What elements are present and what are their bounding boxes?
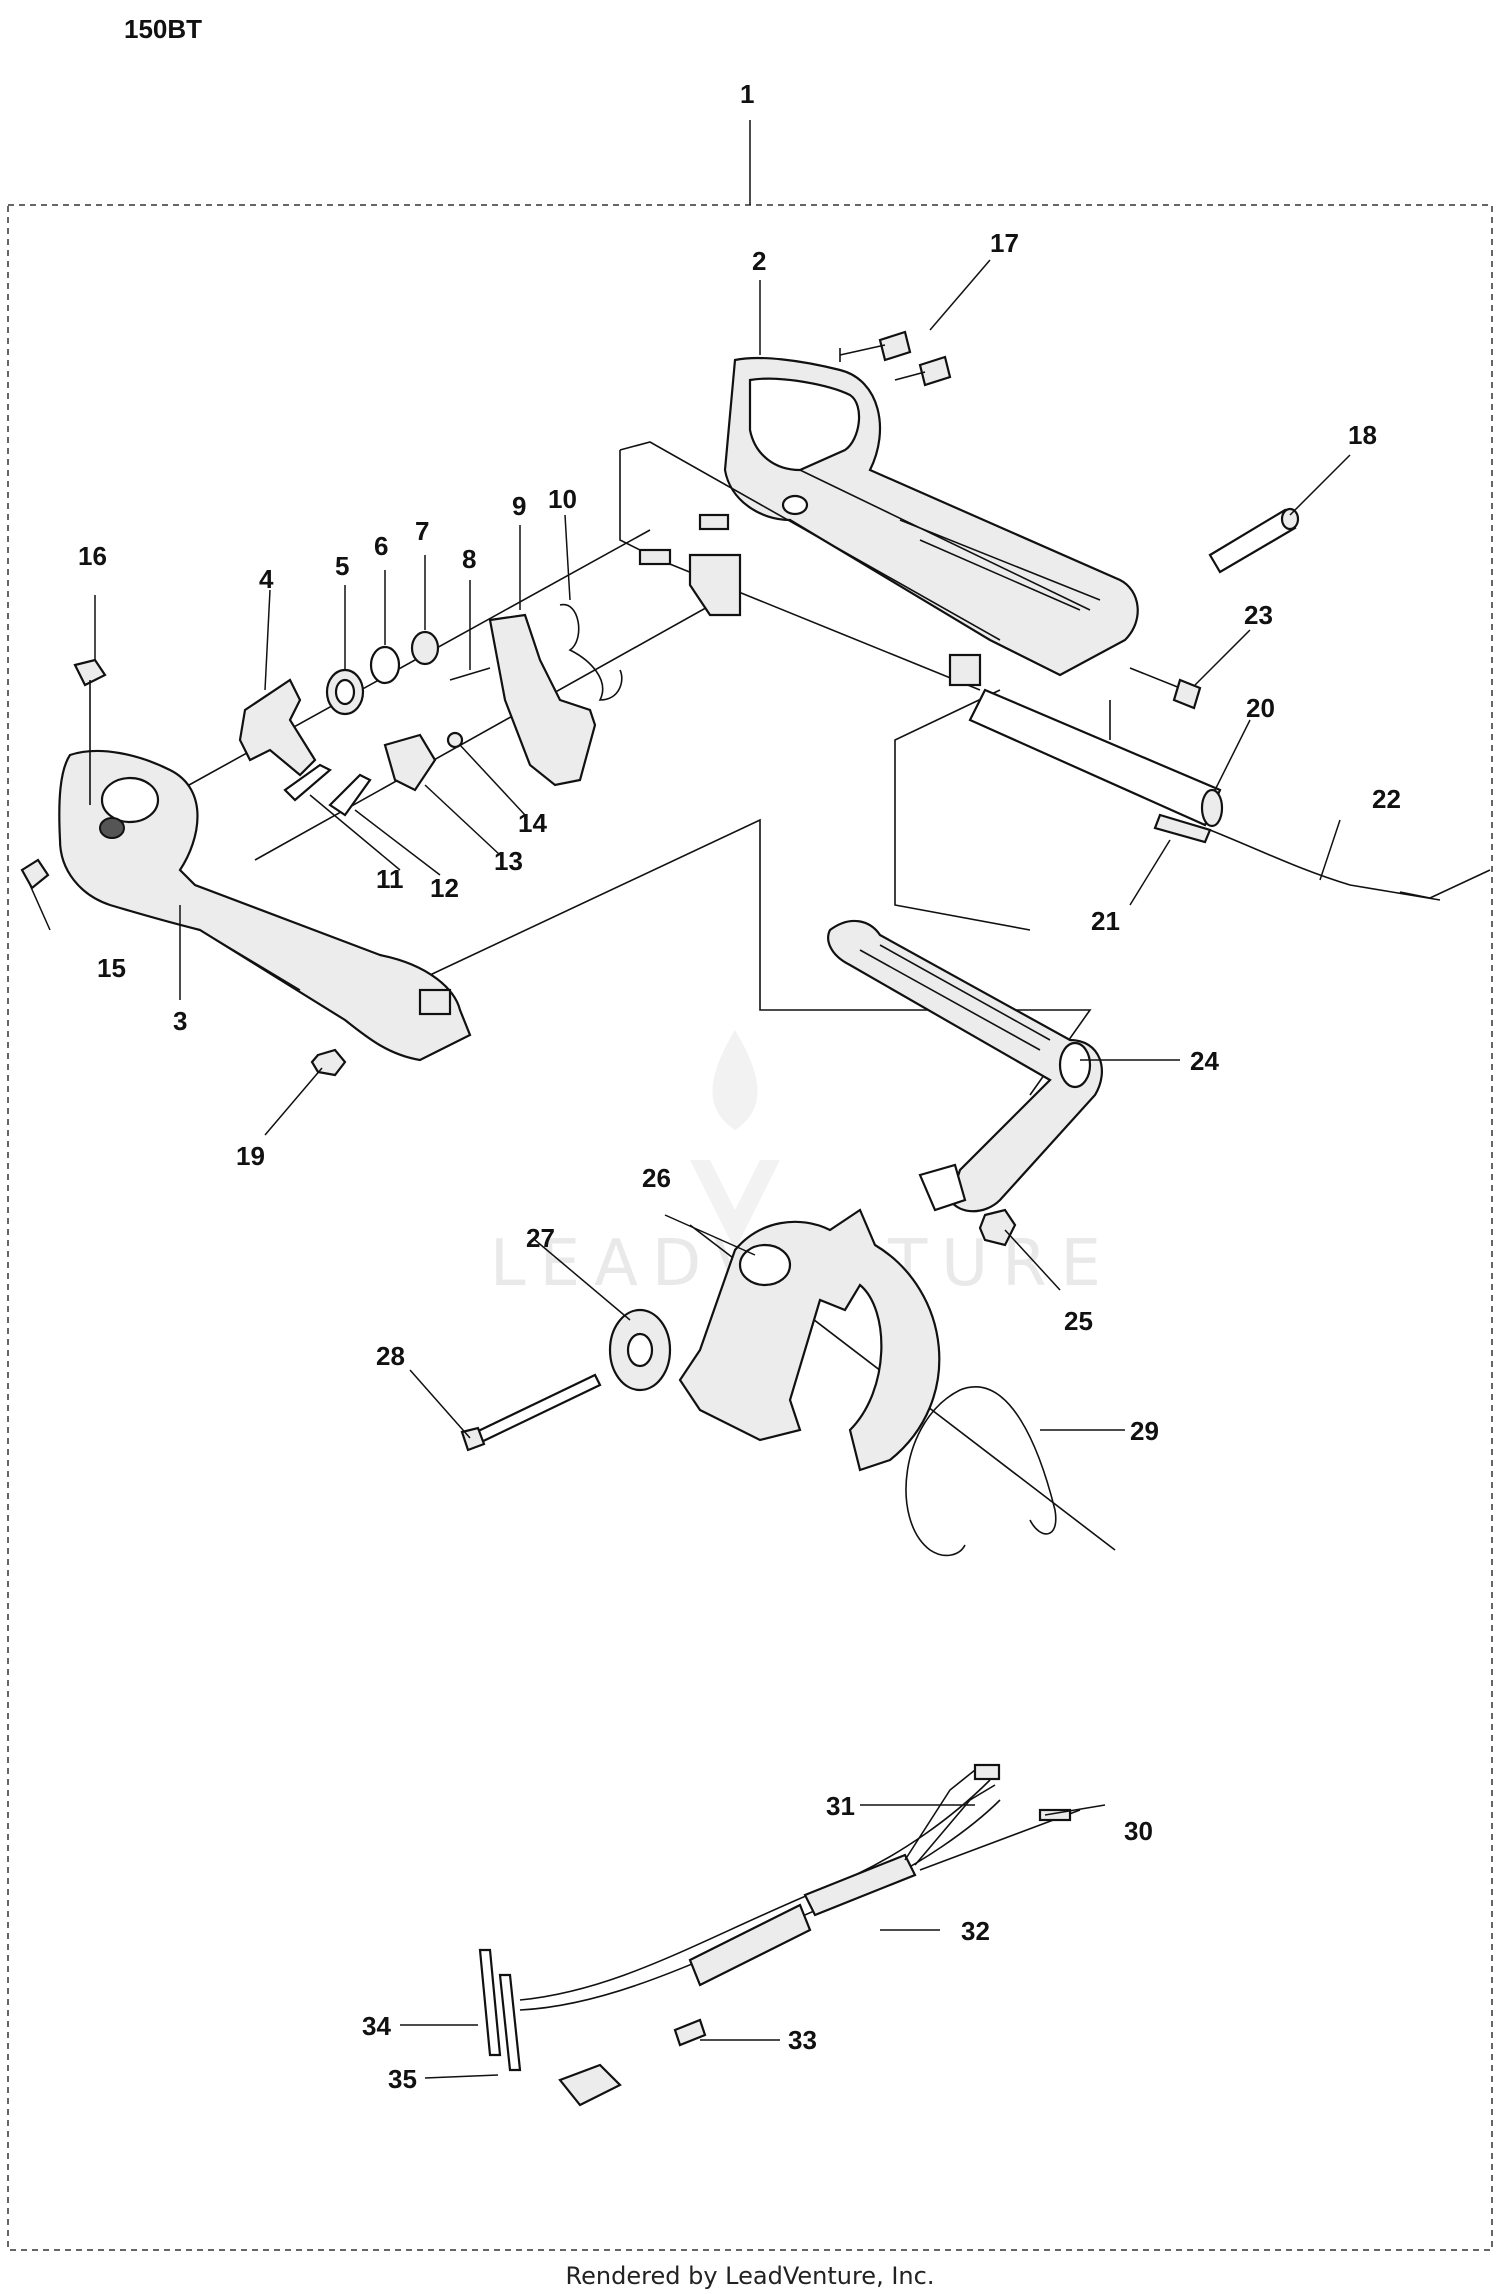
part-19-nut [310, 1048, 347, 1077]
callout-27: 27 [526, 1223, 555, 1253]
callout-29: 29 [1130, 1416, 1159, 1446]
rod-clip [638, 548, 672, 566]
callout-9: 9 [512, 491, 526, 521]
callout-22: 22 [1372, 784, 1401, 814]
callout-15: 15 [97, 953, 126, 983]
callout-8: 8 [462, 544, 476, 574]
callout-33: 33 [788, 2025, 817, 2055]
callout-25: 25 [1064, 1306, 1093, 1336]
gear-insert [918, 1163, 967, 1212]
part-10-spring [559, 604, 623, 701]
part-21-cable-fitting [1153, 813, 1212, 844]
callout-5: 5 [335, 551, 349, 581]
callout-4: 4 [259, 564, 274, 594]
callout-24: 24 [1190, 1046, 1219, 1076]
part-12-lever [328, 773, 372, 817]
part-27-knob-hole [626, 1332, 654, 1368]
callout-26: 26 [642, 1163, 671, 1193]
pin-stub [698, 513, 730, 531]
callout-3: 3 [173, 1006, 187, 1036]
callout-2: 2 [752, 246, 766, 276]
part-29-retaining-wire [905, 1386, 1057, 1557]
callout-31: 31 [826, 1791, 855, 1821]
rod-bracket [688, 553, 742, 617]
part-13-lockout [383, 733, 437, 792]
part-18-pin [1208, 507, 1300, 574]
callout-23: 23 [1244, 600, 1273, 630]
part-8-pin [449, 667, 491, 681]
callout-13: 13 [494, 846, 523, 876]
callout-11: 11 [376, 864, 404, 894]
callout-30: 30 [1124, 1816, 1153, 1846]
part-30-wire-end [1038, 1808, 1072, 1822]
callout-10: 10 [548, 484, 577, 514]
callout-14: 14 [518, 808, 547, 838]
callout-17: 17 [990, 228, 1019, 258]
part-25-nut [978, 1208, 1017, 1247]
part-24-loop-handle [827, 919, 1103, 1213]
part-22-throttle-cable [1209, 829, 1441, 901]
part-22-cable-end [1399, 869, 1491, 899]
callout-35: 35 [388, 2064, 417, 2094]
callout-7: 7 [415, 516, 429, 546]
callout-34: 34 [362, 2011, 391, 2041]
part-6-washer [369, 645, 401, 685]
part-17-screw [839, 330, 952, 387]
callout-12: 12 [430, 873, 459, 903]
part-9-throttle-trigger [488, 613, 597, 787]
leader-lines [29, 259, 1351, 2079]
callout-numbers: 1 2 3 4 5 6 7 8 9 10 11 12 13 14 15 16 1… [78, 79, 1401, 2094]
part-28-bolt [460, 1373, 602, 1452]
part-11-spring-clip [283, 763, 332, 802]
callout-20: 20 [1246, 693, 1275, 723]
part-3-lower-handle [58, 749, 472, 1062]
switch-block [558, 2063, 622, 2107]
part-34-terminal [478, 1948, 502, 2057]
part-31-connector [973, 1763, 1001, 1781]
footer-credit: Rendered by LeadVenture, Inc. [565, 2262, 935, 2290]
part-32-wiring-harness [519, 1769, 1081, 2011]
part-2-upper-handle-housing [723, 356, 1139, 677]
callout-1: 1 [740, 79, 754, 109]
callout-18: 18 [1348, 420, 1377, 450]
callout-21: 21 [1091, 906, 1120, 936]
part-35-terminal [498, 1973, 522, 2072]
watermark-logo [690, 1030, 780, 1250]
callout-19: 19 [236, 1141, 265, 1171]
callout-32: 32 [961, 1916, 990, 1946]
cable-clip [948, 653, 982, 687]
part-23-screw [1129, 667, 1202, 710]
part-5-bushing-hole [334, 678, 356, 706]
part-15-plug [20, 858, 50, 890]
model-label: 150BT [124, 14, 203, 44]
part-33-screw [673, 2018, 707, 2047]
part-14-screw [446, 731, 464, 749]
callout-16: 16 [78, 541, 107, 571]
callout-6: 6 [374, 531, 388, 561]
part-7-star-washer [410, 630, 440, 666]
part-20-tube [968, 688, 1224, 828]
part-26-clamp [678, 1208, 941, 1472]
part-16-clip [73, 658, 107, 687]
part-4-knob [238, 678, 317, 777]
callout-28: 28 [376, 1341, 405, 1371]
